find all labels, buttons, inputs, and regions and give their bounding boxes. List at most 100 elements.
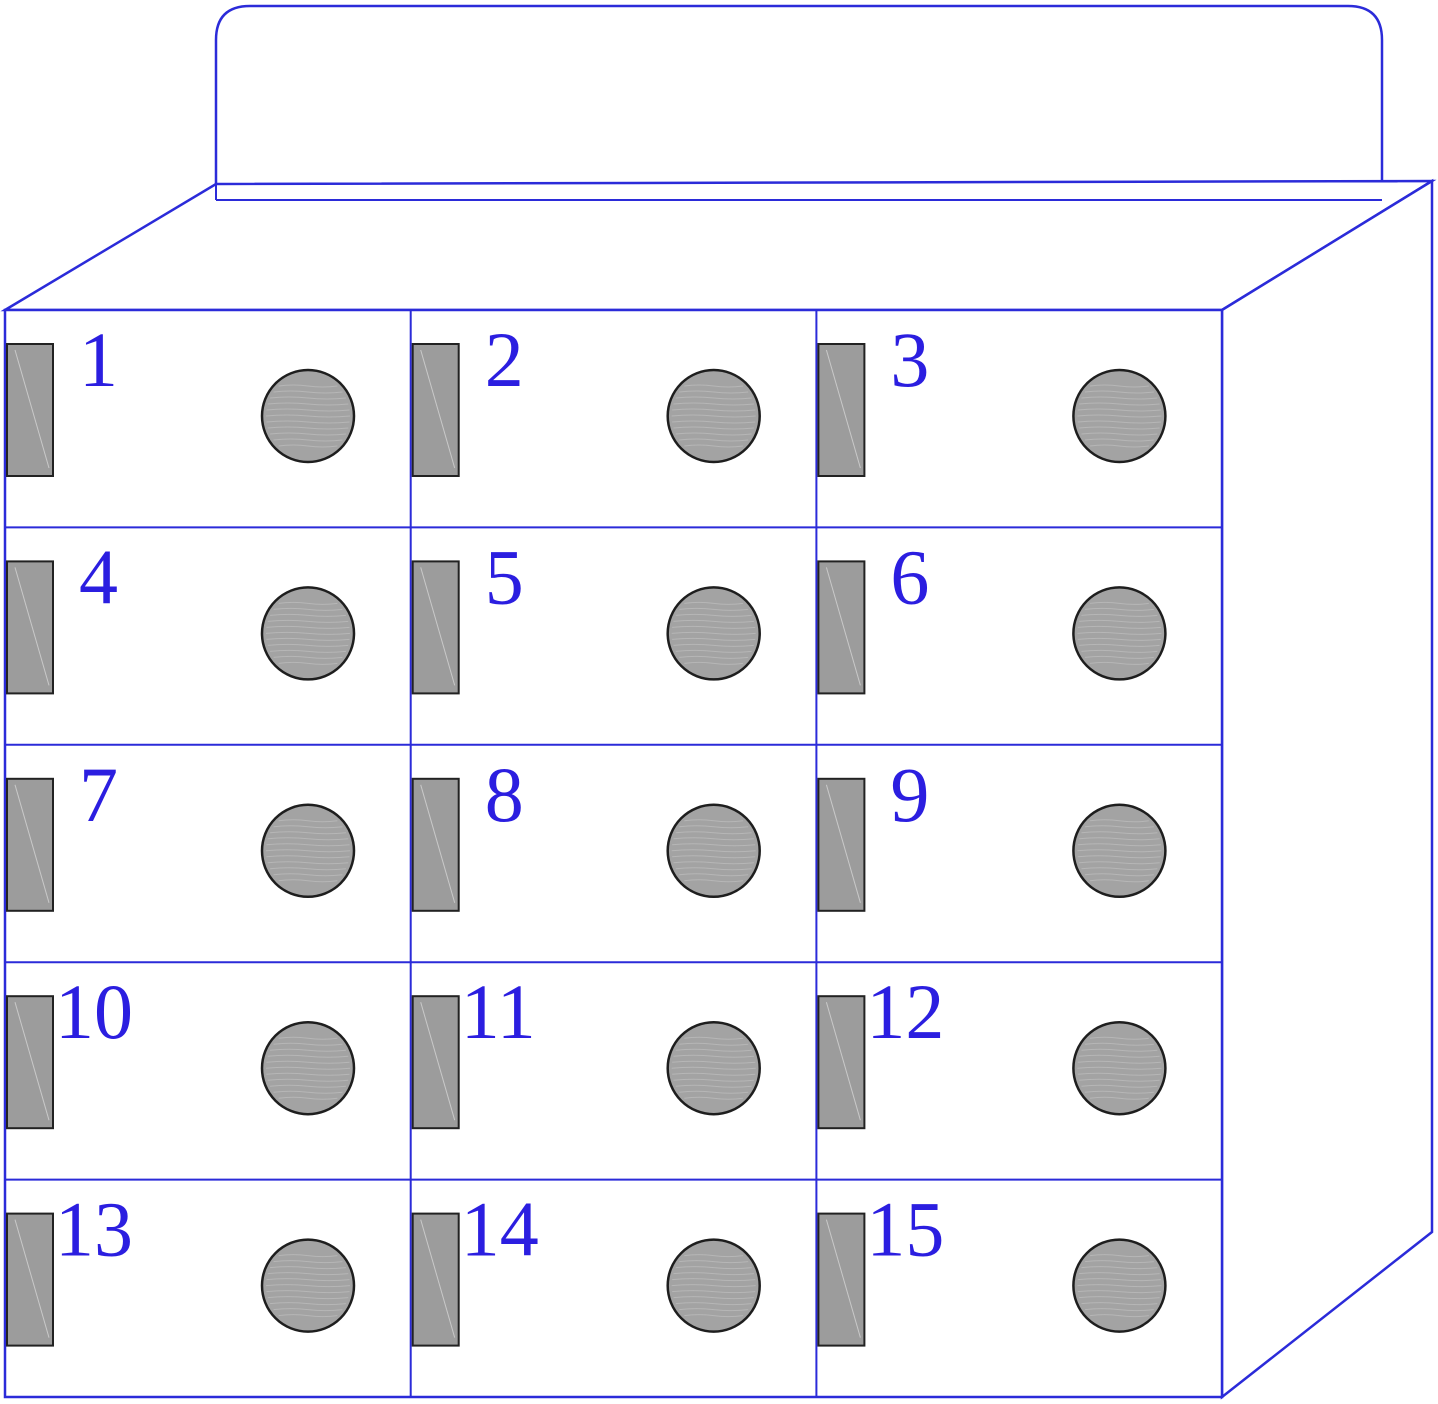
lock-texture-line xyxy=(675,396,752,400)
compartment-door[interactable]: 15 xyxy=(817,1186,1167,1347)
lock-texture-line xyxy=(1081,649,1158,653)
lock-texture-line xyxy=(1089,661,1149,665)
lock-texture-line xyxy=(1089,819,1149,823)
lock-texture-line xyxy=(673,1078,754,1082)
lock-texture-line xyxy=(1077,855,1162,859)
lock-texture-line xyxy=(672,637,756,641)
compartment-door[interactable]: 9 xyxy=(817,751,1167,912)
handle-highlight xyxy=(825,1002,861,1121)
lock-texture-line xyxy=(1079,837,1160,841)
compartment-number: 11 xyxy=(461,968,536,1055)
lock-texture-line xyxy=(671,414,756,418)
lock-texture-line xyxy=(1089,1314,1149,1318)
lock-texture-line xyxy=(273,1042,343,1046)
compartment-number: 9 xyxy=(890,751,929,838)
lock-texture-line xyxy=(267,861,349,865)
lock-texture-line xyxy=(267,643,349,647)
compartment-door[interactable]: 8 xyxy=(411,751,761,912)
compartment-number: 12 xyxy=(866,968,944,1055)
compartment-door[interactable]: 1 xyxy=(6,316,356,477)
handle-highlight xyxy=(420,1002,456,1121)
compartment-door[interactable]: 5 xyxy=(411,533,761,695)
compartment-door[interactable]: 11 xyxy=(411,968,761,1130)
lock-texture-line xyxy=(1084,1260,1154,1264)
handle-highlight xyxy=(420,349,456,469)
compartment-door[interactable]: 12 xyxy=(817,968,1167,1130)
top-sign-panel xyxy=(214,4,1384,202)
lock-texture-line xyxy=(1089,1096,1149,1100)
compartment-door[interactable]: 4 xyxy=(6,533,356,695)
lock-texture-line xyxy=(278,384,338,388)
lock-texture-line xyxy=(1084,438,1154,442)
lock-texture-line xyxy=(1077,1072,1162,1076)
lock-texture-line xyxy=(1077,420,1162,424)
lock-texture-line xyxy=(1089,601,1149,605)
lock-texture-line xyxy=(267,426,349,430)
lock-texture-line xyxy=(278,1036,338,1040)
lock-texture-line xyxy=(266,408,350,412)
lock-texture-line xyxy=(273,1090,343,1094)
lock-texture-line xyxy=(673,1272,754,1276)
lock-texture-line xyxy=(273,655,343,659)
lock-texture-line xyxy=(267,402,349,406)
lock-texture-line xyxy=(273,1260,343,1264)
lock-texture-line xyxy=(679,873,749,877)
compartment-door[interactable]: 2 xyxy=(411,316,761,477)
lock-texture-line xyxy=(1077,631,1162,635)
lock-texture-line xyxy=(273,873,343,877)
lock-texture-line xyxy=(265,631,351,635)
lock-texture-line xyxy=(266,1072,350,1076)
lock-texture-line xyxy=(266,1060,350,1064)
lock-texture-line xyxy=(679,655,749,659)
lock-texture-line xyxy=(278,661,338,665)
lock-texture-line xyxy=(1079,426,1160,430)
lock-texture-line xyxy=(684,1096,744,1100)
lock-texture-line xyxy=(1079,1272,1160,1276)
lock-texture-line xyxy=(267,1054,349,1058)
lock-texture-line xyxy=(679,607,749,611)
lock-texture-line xyxy=(672,625,756,629)
lock-texture-line xyxy=(267,837,349,841)
compartment-door[interactable]: 7 xyxy=(6,751,356,912)
lock-texture-line xyxy=(267,1296,349,1300)
compartment-door[interactable]: 6 xyxy=(817,533,1167,695)
lock-texture-line xyxy=(673,1296,754,1300)
lock-texture-line xyxy=(673,402,754,406)
lock-texture-line xyxy=(270,396,346,400)
lock-texture-line xyxy=(1084,1090,1154,1094)
compartment-number: 10 xyxy=(55,968,133,1055)
lock-texture-line xyxy=(1089,384,1149,388)
lock-texture-line xyxy=(1081,432,1158,436)
handle-highlight xyxy=(420,784,456,903)
lock-texture-line xyxy=(675,867,752,871)
lock-texture-line xyxy=(1077,1060,1162,1064)
lock-texture-line xyxy=(679,1042,749,1046)
lock-texture-line xyxy=(1079,402,1160,406)
lock-texture-line xyxy=(1084,873,1154,877)
lock-texture-line xyxy=(273,438,343,442)
lock-texture-line xyxy=(679,825,749,829)
lock-texture-line xyxy=(675,1048,752,1052)
lock-texture-line xyxy=(672,1060,756,1064)
lock-texture-line xyxy=(673,861,754,865)
compartment-door[interactable]: 14 xyxy=(411,1186,761,1347)
compartment-door[interactable]: 13 xyxy=(6,1186,356,1347)
handle-highlight xyxy=(825,1219,861,1338)
compartment-number: 2 xyxy=(485,316,524,403)
lock-texture-line xyxy=(671,1284,756,1288)
lock-texture-line xyxy=(1089,444,1149,448)
lock-texture-line xyxy=(1084,825,1154,829)
handle-highlight xyxy=(14,784,50,903)
lock-texture-line xyxy=(266,843,350,847)
lock-texture-line xyxy=(270,831,346,835)
door-handle[interactable] xyxy=(6,777,54,912)
lock-texture-line xyxy=(1079,1296,1160,1300)
lock-texture-line xyxy=(270,1266,346,1270)
cabinet-front-face xyxy=(3,308,1224,1399)
compartment-door[interactable]: 10 xyxy=(6,968,356,1130)
compartment-number: 14 xyxy=(461,1186,539,1273)
lock-texture-line xyxy=(672,1278,756,1282)
compartment-number: 5 xyxy=(485,533,524,620)
lock-texture-line xyxy=(684,1036,744,1040)
compartment-door[interactable]: 3 xyxy=(817,316,1167,477)
